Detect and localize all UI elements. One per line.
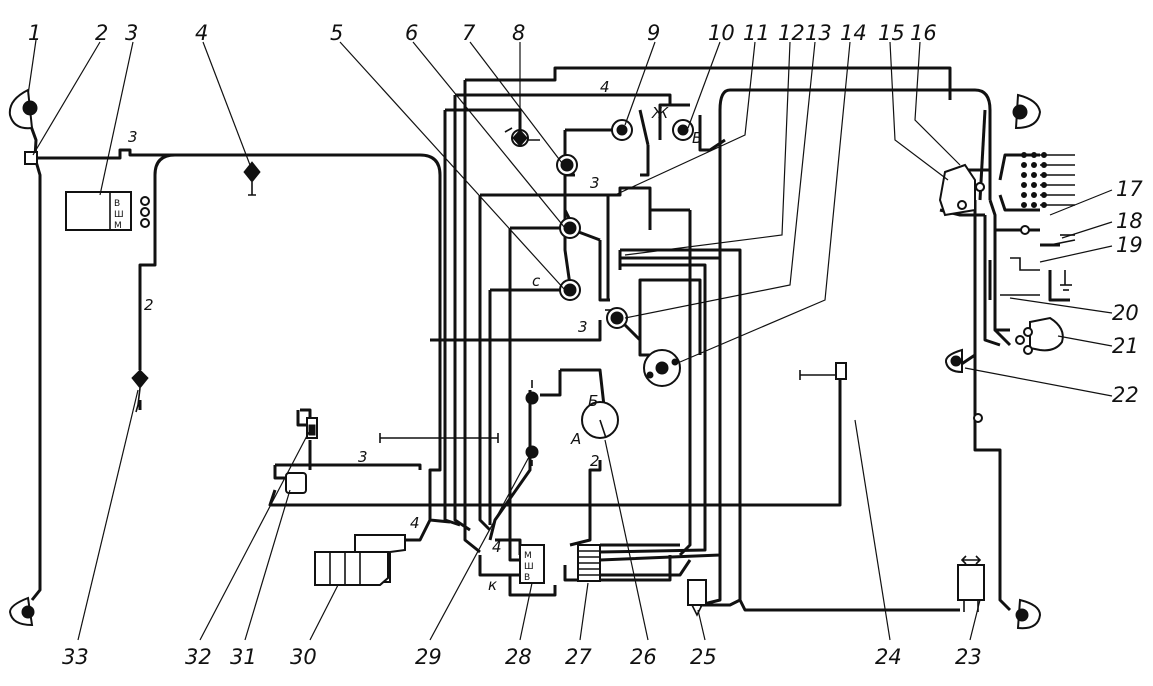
indicator-lamp-upper [525, 380, 539, 405]
callout-8: 8 [512, 21, 525, 45]
headlamp-front-left [8, 88, 38, 130]
central-harness [430, 66, 1070, 612]
callout-1: 1 [28, 21, 41, 45]
leader-lines [27, 39, 1113, 641]
sensor-6 [559, 217, 581, 239]
callout-11: 11 [743, 21, 770, 45]
relay-terminal-b: В [524, 573, 530, 583]
rear-lamp-unit [957, 555, 985, 612]
lamp-rear-left [8, 596, 35, 627]
callout-7: 7 [462, 21, 476, 45]
wire-label-4-top: 4 [600, 78, 610, 96]
switch-13 [606, 307, 628, 329]
fuse-block [577, 544, 601, 582]
callout-20: 20 [1112, 301, 1139, 325]
lamp-rear-right [1015, 598, 1042, 630]
wire-label-4-left: 4 [410, 514, 420, 532]
battery [314, 534, 406, 586]
ammeter [581, 401, 619, 439]
callout-9: 9 [647, 21, 660, 45]
components: В Ш М [8, 88, 1064, 630]
wire-label-b-top: Б [692, 129, 702, 147]
relay-10 [672, 119, 694, 141]
wire-label-zh: Ж [651, 104, 669, 122]
node-c [1020, 225, 1030, 235]
callout-31: 31 [230, 645, 257, 669]
callout-18: 18 [1116, 209, 1143, 233]
callout-14: 14 [840, 21, 867, 45]
node-b [973, 413, 983, 423]
wire-label-3-top: 3 [128, 128, 138, 146]
relay-31 [285, 472, 307, 494]
wire-label-3-lower: 3 [578, 318, 588, 336]
callout-6: 6 [405, 21, 418, 45]
junction-block [24, 151, 38, 165]
callout-26: 26 [630, 645, 657, 669]
callout-5: 5 [330, 21, 343, 45]
voltage-regulator: В Ш М [65, 191, 150, 231]
sensor-5 [559, 279, 581, 301]
callout-10: 10 [708, 21, 735, 45]
wire-label-2-center: 2 [590, 452, 600, 470]
wiper-motor [1015, 316, 1064, 355]
wire-label-3-left: 3 [358, 448, 368, 466]
callout-19: 19 [1116, 233, 1143, 257]
callout-16: 16 [910, 21, 937, 45]
callout-24: 24 [875, 645, 902, 669]
relay-regulator-28: М Ш В [519, 544, 545, 584]
callout-27: 27 [565, 645, 592, 669]
callout-15: 15 [878, 21, 905, 45]
callout-25: 25 [690, 645, 717, 669]
callout-29: 29 [415, 645, 442, 669]
ignition-switch [643, 349, 681, 387]
wire-label-a-ammeter: А [570, 430, 581, 448]
sender-32 [306, 417, 318, 439]
callout-22: 22 [1112, 383, 1139, 407]
callout-4: 4 [195, 21, 208, 45]
wire-label-b-ammeter: Б [588, 392, 598, 410]
callout-17: 17 [1116, 177, 1143, 201]
wire-label-c: c [532, 272, 541, 290]
wire-label-2-left: 2 [144, 296, 154, 314]
callout-12: 12 [778, 21, 805, 45]
brake-switch [835, 362, 847, 380]
wire-label-k: к [488, 576, 497, 594]
side-lamp [944, 348, 963, 374]
callout-33: 33 [62, 645, 89, 669]
callout-3: 3 [125, 21, 138, 45]
callout-2: 2 [95, 21, 108, 45]
left-harness [26, 117, 842, 601]
horn-25 [687, 579, 707, 617]
callout-21: 21 [1112, 334, 1139, 358]
callout-23: 23 [955, 645, 982, 669]
indicator-lamp-lower [525, 445, 539, 466]
inline-fuse-top [243, 161, 261, 196]
inline-fuse-left [131, 369, 149, 413]
wire-label-3-center: 3 [590, 174, 600, 192]
sensor-7 [556, 154, 578, 176]
node-a [975, 182, 985, 192]
reg-terminal-m: М [114, 221, 122, 231]
relay-terminal-sh: Ш [524, 562, 534, 572]
terminal-strip [1021, 152, 1047, 208]
callout-13: 13 [805, 21, 832, 45]
headlamp-front-right [1012, 93, 1042, 130]
callout-30: 30 [290, 645, 317, 669]
switch-8 [504, 127, 529, 147]
callout-32: 32 [185, 645, 212, 669]
callout-numbers: 1 2 3 4 5 6 7 8 9 10 11 12 13 14 15 16 1… [28, 21, 1143, 669]
reg-terminal-b: В [114, 199, 120, 209]
reg-terminal-sh: Ш [114, 210, 124, 220]
relay-9 [611, 119, 633, 141]
wire-labels: 3 2 4 3 3 3 c Ж Б 4 4 к Б А 2 [128, 78, 702, 594]
relay-terminal-m: М [524, 551, 532, 561]
callout-28: 28 [505, 645, 532, 669]
wire-label-4-center: 4 [492, 538, 502, 556]
